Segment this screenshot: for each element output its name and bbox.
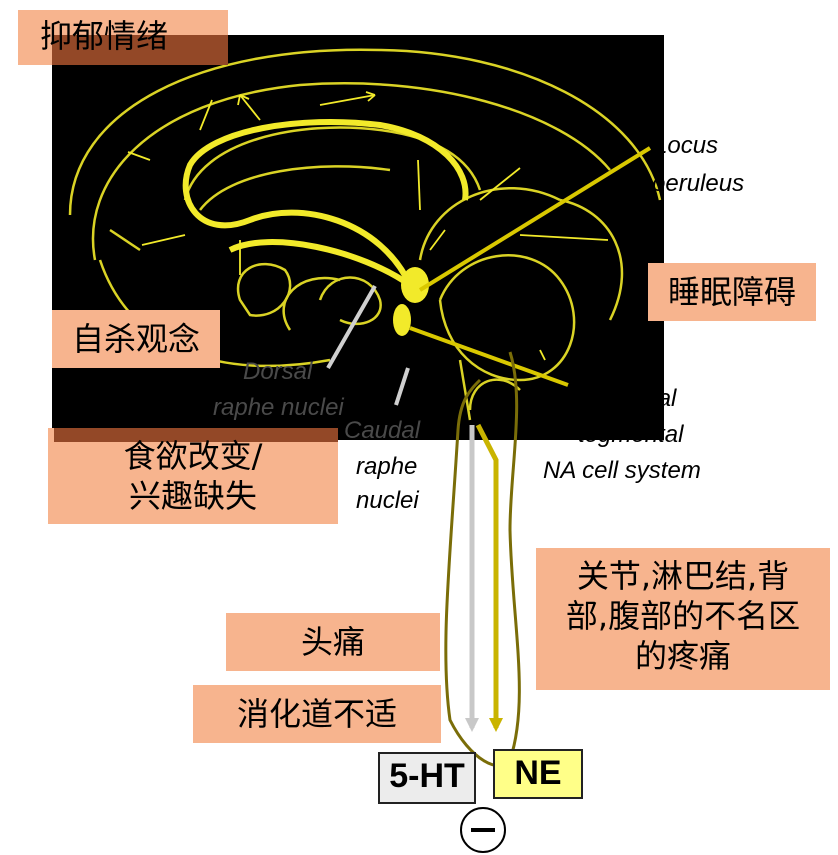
lateral-label: Lateral bbox=[603, 384, 676, 414]
depression-text: 抑郁情绪 bbox=[40, 16, 168, 56]
minus-circle-icon bbox=[458, 805, 508, 855]
appetite-line1: 食欲改变/ bbox=[48, 428, 338, 476]
appetite-line2: 兴趣缺失 bbox=[48, 476, 338, 516]
pain-line2: 部,腹部的不名区 bbox=[536, 596, 830, 636]
norepinephrine-box: NE bbox=[493, 749, 583, 799]
gi-discomfort-text: 消化道不适 bbox=[237, 695, 397, 733]
gi-discomfort-box: 消化道不适 bbox=[193, 685, 441, 743]
nuclei-label: nuclei bbox=[356, 486, 419, 516]
suicidal-ideation-box: 自杀观念 bbox=[52, 310, 220, 368]
dorsal-label: Dorsal bbox=[243, 357, 312, 387]
pain-line3: 的疼痛 bbox=[536, 636, 830, 676]
tegmental-label: tegmental bbox=[578, 420, 683, 450]
headache-box: 头痛 bbox=[226, 613, 440, 671]
locus-label: Locus bbox=[654, 131, 718, 161]
headache-text: 头痛 bbox=[301, 623, 365, 661]
appetite-change-box: 食欲改变/ 兴趣缺失 bbox=[48, 428, 338, 524]
suicidal-ideation-text: 自杀观念 bbox=[72, 320, 200, 358]
lateral-tegmental-nucleus bbox=[393, 304, 411, 336]
ne-descending-line bbox=[478, 425, 496, 728]
pain-line1: 关节,淋巴结,背 bbox=[536, 556, 830, 596]
coeruleus-label: coeruleus bbox=[640, 169, 744, 199]
sleep-disturbance-box: 睡眠障碍 bbox=[648, 263, 816, 321]
ht-arrowhead bbox=[465, 718, 479, 732]
serotonin-box: 5-HT bbox=[378, 752, 476, 804]
raphe-label: raphe bbox=[356, 452, 417, 482]
raphe-nuclei-label: raphe nuclei bbox=[213, 393, 344, 423]
ne-arrowhead bbox=[489, 718, 503, 732]
sleep-disturbance-text: 睡眠障碍 bbox=[668, 273, 796, 311]
na-cell-system-label: NA cell system bbox=[543, 456, 701, 486]
pain-box: 关节,淋巴结,背 部,腹部的不名区 的疼痛 bbox=[536, 548, 830, 690]
caudal-label: Caudal bbox=[344, 416, 420, 446]
